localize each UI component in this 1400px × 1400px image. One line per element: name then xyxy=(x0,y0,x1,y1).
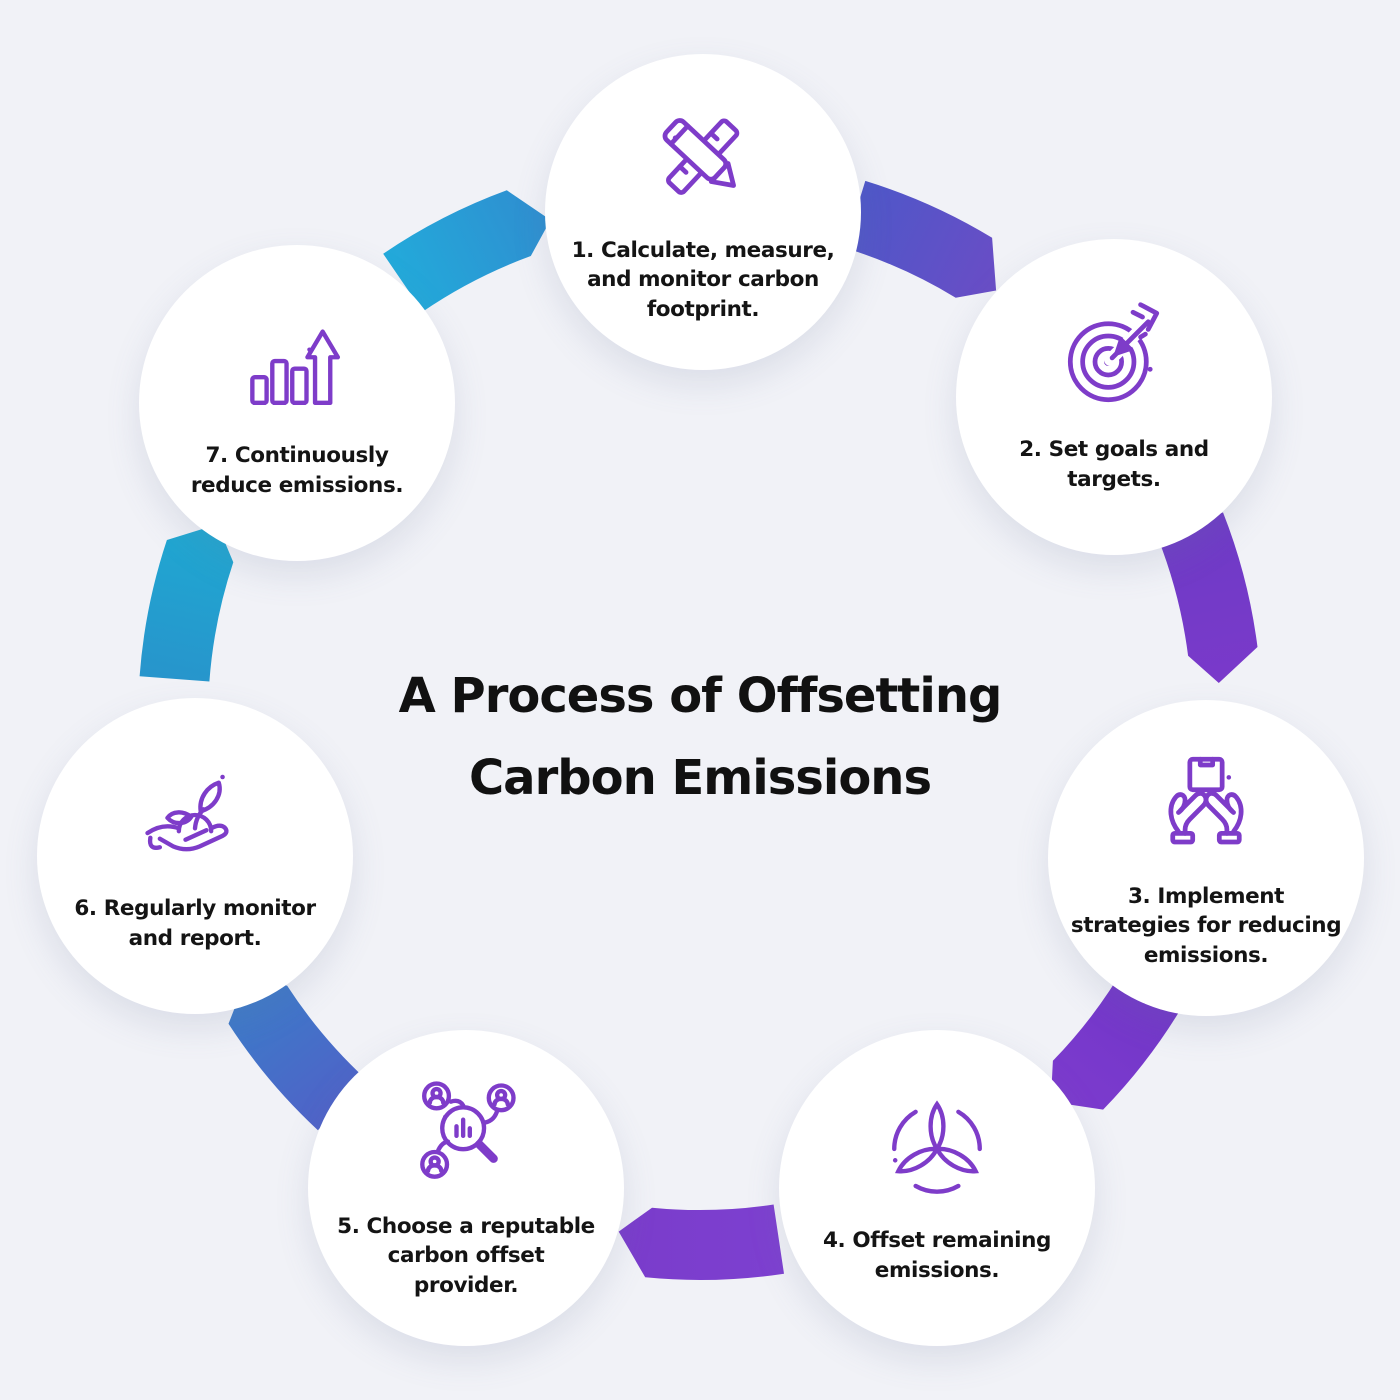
connector-arrow-6 xyxy=(139,524,234,682)
step-label: 5. Choose a reputable carbon offset prov… xyxy=(337,1213,595,1298)
growth-chart-arrow-icon xyxy=(238,305,356,419)
title-line-1: A Process of Offsetting xyxy=(398,668,1003,724)
step-label: 6. Regularly monitor and report. xyxy=(74,896,316,951)
step-label: 7. Continuously reduce emissions. xyxy=(190,443,404,498)
step-circle-3: 3. Implement strategies for reducing emi… xyxy=(1048,700,1364,1016)
step-label: 2. Set goals and targets. xyxy=(1019,437,1209,492)
wind-turbine-icon xyxy=(878,1090,996,1204)
connector-arrow-7 xyxy=(383,190,551,312)
title-line-2: Carbon Emissions xyxy=(468,749,932,806)
hands-holding-box-icon xyxy=(1147,746,1265,860)
pencil-ruler-icon xyxy=(644,100,762,214)
step-label: 1. Calculate, measure, and monitor carbo… xyxy=(571,237,835,322)
step-circle-7: 7. Continuously reduce emissions. xyxy=(139,245,455,561)
step-circle-4: 4. Offset remaining emissions. xyxy=(779,1030,1095,1346)
target-arrow-icon xyxy=(1055,299,1173,413)
provider-search-icon xyxy=(407,1076,525,1190)
step-circle-6: 6. Regularly monitor and report. xyxy=(37,698,353,1014)
step-circle-1: 1. Calculate, measure, and monitor carbo… xyxy=(545,54,861,370)
step-label: 4. Offset remaining emissions. xyxy=(823,1228,1051,1283)
connector-arrow-5 xyxy=(228,974,366,1131)
step-circle-5: 5. Choose a reputable carbon offset prov… xyxy=(308,1030,624,1346)
connector-arrow-2 xyxy=(1157,512,1258,683)
diagram-title: A Process of Offsetting Carbon Emissions xyxy=(250,656,1150,819)
connector-arrow-1 xyxy=(844,180,997,298)
connector-arrow-4 xyxy=(618,1204,784,1280)
step-label: 3. Implement strategies for reducing emi… xyxy=(1070,883,1342,968)
hand-sprout-icon xyxy=(136,758,254,872)
step-circle-2: 2. Set goals and targets. xyxy=(956,239,1272,555)
